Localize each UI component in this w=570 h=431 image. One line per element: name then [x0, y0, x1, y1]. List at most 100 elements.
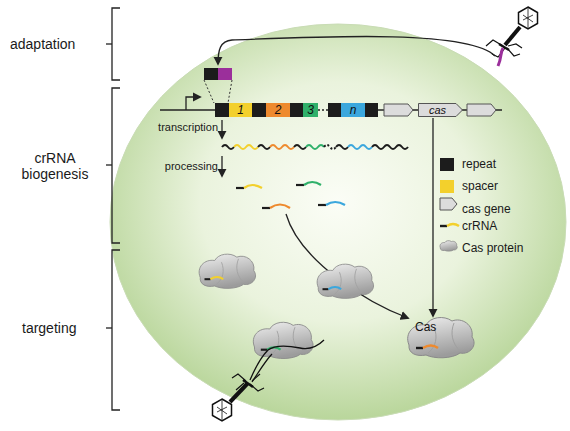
dna-locus [186, 97, 200, 110]
spacer-box: 2 [266, 103, 290, 117]
stage-bracket [106, 327, 112, 328]
cas-complex [261, 349, 267, 351]
legend-text: spacer [462, 179, 498, 194]
stage-label: crRNA biogenesis [10, 150, 100, 182]
phage [523, 7, 533, 29]
cas-complex [210, 277, 223, 279]
stage-bracket [112, 250, 120, 410]
phage [213, 399, 232, 421]
legend-text: repeat [462, 157, 496, 172]
legend-text: Cas protein [462, 241, 523, 256]
cas-complex [272, 327, 301, 354]
phage [230, 383, 248, 402]
cas-complex [253, 322, 313, 358]
dna-locus [160, 97, 502, 117]
legend-swatch [440, 180, 454, 193]
phage [486, 40, 522, 57]
crrna [416, 347, 423, 349]
transcript [234, 145, 258, 149]
process-arrow [221, 120, 222, 176]
legend-sample [440, 225, 447, 227]
dna-locus [328, 103, 341, 117]
process-arrow [221, 120, 222, 138]
cas-complex [328, 287, 341, 289]
phage [519, 7, 538, 29]
dna-locus [467, 104, 496, 116]
step-label: transcription [150, 121, 218, 134]
cas-complex [216, 259, 243, 285]
transcript [270, 145, 294, 149]
dna-locus [384, 104, 413, 116]
new-repeat-spacer [218, 68, 232, 80]
legend-sample [440, 241, 457, 251]
crrna [296, 184, 304, 186]
new-repeat-spacer [204, 68, 218, 80]
new-repeat-spacer [204, 80, 232, 103]
cas-complex [317, 264, 373, 298]
stage-bracket [112, 88, 120, 243]
loading-arrow [286, 214, 408, 318]
transcript [324, 145, 336, 149]
stage-bracket [106, 43, 112, 44]
spacer-number: 3 [303, 103, 318, 117]
phage [486, 7, 538, 57]
new-repeat-spacer [204, 68, 232, 103]
cas-protein: Cas [401, 314, 481, 360]
spacer-number: 1 [229, 103, 252, 117]
spacer-box: n [341, 103, 365, 117]
transcript [336, 145, 348, 149]
dna-locus [365, 103, 378, 117]
transcript [222, 145, 234, 149]
legend-sample [447, 224, 459, 226]
protein-shape [401, 314, 481, 360]
cas-complex [199, 254, 373, 358]
target-dna [250, 340, 324, 380]
transcript [222, 145, 408, 149]
cas-complex [323, 288, 329, 290]
cas-complex [199, 254, 255, 288]
crrna [244, 185, 262, 188]
stage-bracket [106, 164, 112, 165]
protein-name: Cas [401, 314, 481, 334]
adaptation-arrow [218, 36, 495, 64]
legend-swatch [440, 158, 454, 171]
spacer-box: 3 [303, 103, 318, 117]
spacer-number: 2 [266, 103, 290, 117]
cell [110, 24, 566, 420]
crrna [236, 187, 244, 189]
dna-locus [252, 103, 266, 117]
crrna [326, 202, 345, 205]
target-dna [250, 340, 324, 382]
transcript [372, 145, 408, 149]
crrna [304, 182, 321, 185]
dna-locus [215, 103, 229, 117]
crrna [270, 205, 290, 209]
transcript [348, 145, 372, 149]
legend-text: cas gene [462, 202, 511, 217]
legend-sample [440, 198, 457, 210]
dna-locus [290, 103, 303, 117]
spacer-box: 1 [229, 103, 252, 117]
transcript [258, 145, 270, 149]
stage-bracket [106, 8, 120, 410]
phage [217, 399, 227, 421]
transcript [306, 145, 324, 149]
cas-complex [199, 254, 255, 288]
stage-label: adaptation [10, 36, 105, 52]
phage [505, 27, 520, 45]
stage-bracket [112, 8, 120, 80]
crrna [262, 207, 270, 209]
crrna [236, 182, 345, 208]
connector-arrow [432, 118, 433, 316]
dna-locus [318, 109, 328, 111]
gene-arrow [419, 104, 463, 117]
cas-complex [205, 278, 211, 280]
process-arrow [221, 156, 222, 176]
legend-text: crRNA [462, 219, 497, 234]
transcript [294, 145, 306, 149]
crrna [318, 204, 326, 206]
legend-sample [440, 241, 457, 251]
phage [213, 374, 265, 421]
